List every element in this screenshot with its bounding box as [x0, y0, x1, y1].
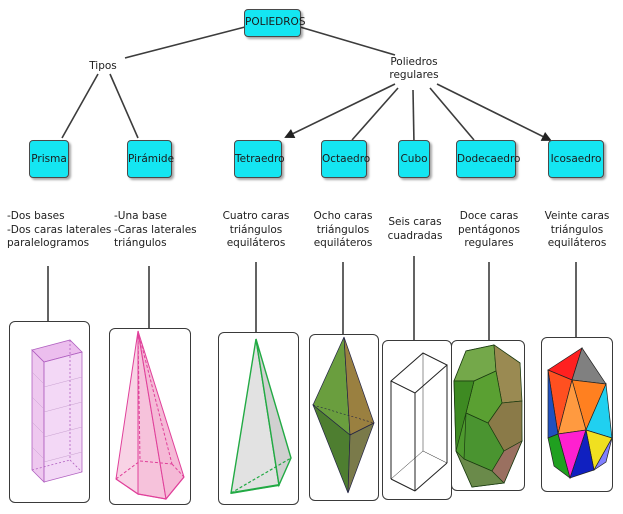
link-tipos-prisma: [61, 73, 99, 139]
link-regulares-dodecaedro: [429, 87, 475, 141]
desc-line: -Una base: [114, 210, 167, 222]
dodecahedron-image: [451, 340, 525, 491]
desc-line: triángulos: [550, 223, 604, 236]
icosahedron-drawing: [547, 347, 612, 480]
prism-image: [9, 321, 90, 503]
desc-line: pentágonos: [458, 223, 520, 236]
cube-image: [382, 340, 452, 500]
desc-line: equiláteros: [547, 237, 607, 249]
dodecahedron-drawing: [453, 344, 523, 488]
tetrahedron-drawing: [230, 338, 292, 494]
link-root-regulares: [299, 26, 396, 56]
tetrahedron-image: [218, 332, 299, 505]
pyramid-image: [109, 328, 191, 505]
desc-tetraedro: Cuatro caras triángulos equiláteros: [216, 210, 296, 251]
label-line: Poliedros: [390, 56, 438, 68]
icosahedron-image: [541, 337, 613, 492]
desc-dodecaedro: Doce caras pentágonos regulares: [454, 210, 524, 251]
desc-cubo: Seis caras cuadradas: [384, 216, 446, 243]
prism-drawing: [31, 339, 83, 483]
link-root-tipos: [124, 26, 246, 59]
node-octaedro[interactable]: Octaedro: [321, 140, 370, 178]
node-tetraedro[interactable]: Tetraedro: [234, 140, 285, 178]
desc-line: -Caras laterales: [114, 223, 197, 236]
desc-line: -Dos caras laterales: [7, 223, 112, 236]
node-icosaedro[interactable]: Icosaedro: [548, 140, 604, 178]
desc-prisma: -Dos bases -Dos caras laterales paralelo…: [7, 210, 111, 251]
link-regulares-octaedro: [351, 87, 399, 141]
octahedron-image: [309, 334, 379, 501]
label-poliedros-regulares: Poliedros regulares: [384, 56, 444, 82]
desc-line: equiláteros: [313, 237, 373, 249]
desc-octaedro: Ocho caras triángulos equiláteros: [309, 210, 377, 251]
link-regulares-cubo: [412, 89, 415, 145]
node-dodecaedro[interactable]: Dodecaedro: [456, 140, 520, 178]
link-regulares-tetraedro: [284, 83, 396, 138]
desc-line: equiláteros: [226, 237, 286, 249]
node-poliedros[interactable]: POLIEDROS: [244, 9, 306, 37]
desc-icosaedro: Veinte caras triángulos equiláteros: [540, 210, 614, 251]
pyramid-drawing: [115, 330, 185, 501]
link-tipos-piramide: [109, 73, 139, 139]
label-tipos: Tipos: [89, 60, 117, 72]
node-piramide[interactable]: Pirámide: [127, 140, 174, 178]
desc-line: -Dos bases: [7, 210, 65, 222]
desc-line: Doce caras: [459, 210, 519, 222]
desc-piramide: -Una base -Caras laterales triángulos: [114, 210, 197, 251]
octahedron-drawing: [312, 336, 375, 494]
desc-line: Veinte caras: [544, 210, 610, 222]
desc-line: Ocho caras: [313, 210, 373, 222]
desc-line: cuadradas: [387, 229, 443, 242]
desc-line: triángulos: [114, 237, 167, 249]
cube-drawing: [390, 352, 448, 492]
desc-line: Seis caras: [388, 216, 442, 228]
link-regulares-icosaedro: [436, 83, 552, 141]
desc-line: paralelogramos: [7, 237, 90, 249]
desc-line: triángulos: [229, 223, 283, 236]
label-line: regulares: [389, 69, 439, 81]
desc-line: Cuatro caras: [222, 210, 290, 222]
desc-line: triángulos: [316, 223, 370, 236]
node-cubo[interactable]: Cubo: [398, 140, 430, 178]
desc-line: regulares: [464, 237, 514, 249]
node-prisma[interactable]: Prisma: [29, 140, 69, 178]
